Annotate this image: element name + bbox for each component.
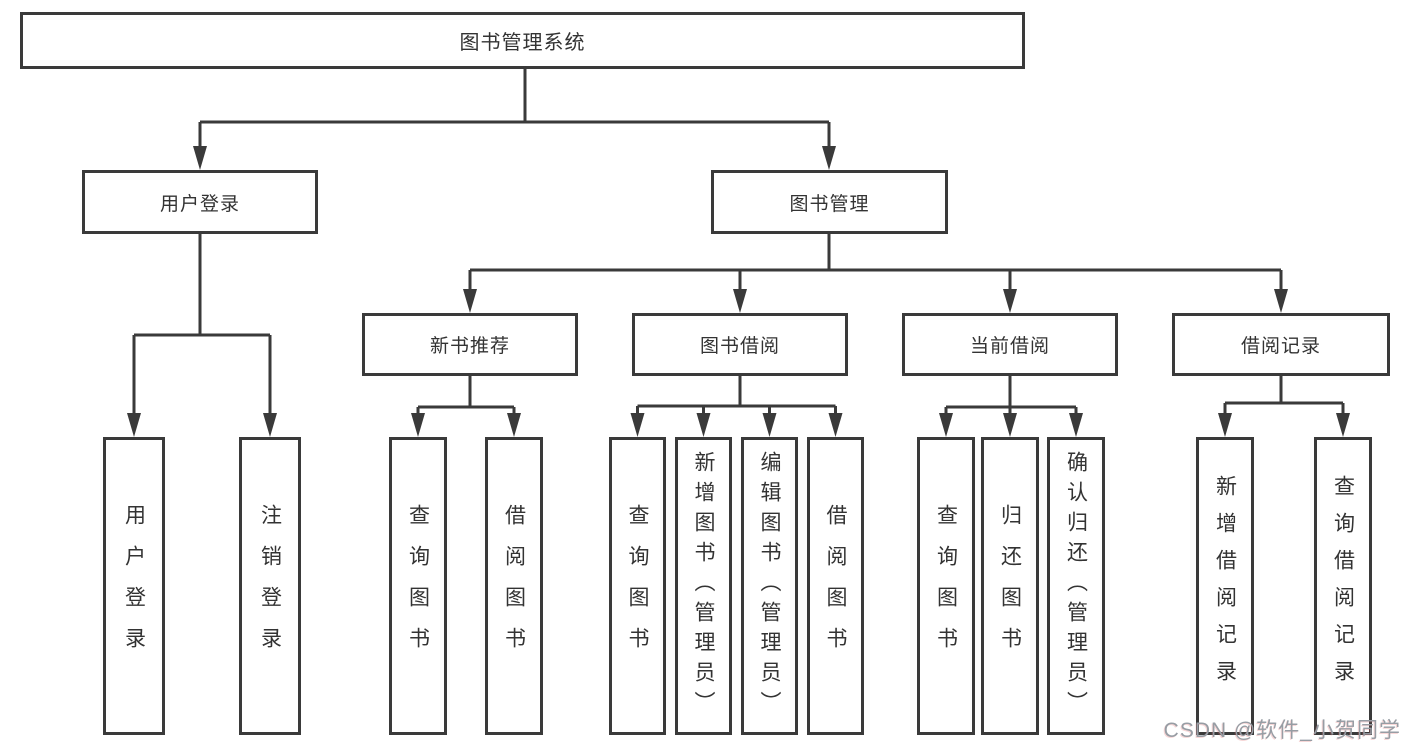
arrow-down-icon xyxy=(939,413,953,437)
node-label: 借阅图书 xyxy=(502,504,526,668)
node-label: 用户登录 xyxy=(122,504,146,668)
arrow-down-icon xyxy=(1336,413,1350,437)
node-label: 查询图书 xyxy=(934,504,958,668)
arrow-down-icon xyxy=(411,413,425,437)
connector-new-book-recommend xyxy=(416,376,516,416)
arrow-down-icon xyxy=(127,413,141,437)
node-label: 新书推荐 xyxy=(429,336,510,357)
csdn-watermark: CSDN @软件_小贺同学 xyxy=(1163,719,1401,742)
node-leaf-confirm-return-admin: 确认归还（管理员） xyxy=(1047,437,1105,735)
arrow-down-icon xyxy=(1003,289,1017,313)
node-label: 归还图书 xyxy=(998,504,1022,668)
arrow-down-icon xyxy=(630,413,645,437)
node-leaf-borrow-books: 借阅图书 xyxy=(807,437,864,735)
arrow-down-icon xyxy=(1069,413,1083,437)
node-new-book-recommend: 新书推荐 xyxy=(362,313,578,376)
connector-borrow-records xyxy=(1223,376,1345,416)
node-label: 查询借阅记录 xyxy=(1331,475,1355,697)
arrow-down-icon xyxy=(828,413,843,437)
arrow-down-icon xyxy=(822,146,836,170)
node-label: 查询图书 xyxy=(406,504,430,668)
node-leaf-query-books: 查询图书 xyxy=(389,437,447,735)
node-leaf-return-books: 归还图书 xyxy=(981,437,1039,735)
node-root-library-system: 图书管理系统 xyxy=(20,12,1025,69)
node-leaf-query-borrow-record: 查询借阅记录 xyxy=(1314,437,1372,735)
node-book-management: 图书管理 xyxy=(711,170,948,234)
node-label: 编辑图书（管理员） xyxy=(758,451,781,721)
arrow-down-icon xyxy=(1218,413,1232,437)
node-label: 确认归还（管理员） xyxy=(1064,451,1088,721)
node-label: 用户登录 xyxy=(159,193,240,215)
node-leaf-query-books: 查询图书 xyxy=(609,437,666,735)
node-leaf-query-books: 查询图书 xyxy=(917,437,975,735)
node-label: 借阅图书 xyxy=(824,504,847,668)
node-label: 图书管理系统 xyxy=(459,32,586,54)
arrow-down-icon xyxy=(762,413,777,437)
connector-book-management xyxy=(468,233,1283,293)
node-leaf-logout: 注销登录 xyxy=(239,437,301,735)
node-label: 借阅记录 xyxy=(1240,336,1321,357)
node-current-borrow: 当前借阅 xyxy=(902,313,1118,376)
connector-book-borrow xyxy=(636,376,837,416)
node-label: 新增图书（管理员） xyxy=(692,451,715,721)
node-leaf-add-books-admin: 新增图书（管理员） xyxy=(675,437,732,735)
arrow-down-icon xyxy=(696,413,711,437)
node-borrow-records: 借阅记录 xyxy=(1172,313,1390,376)
node-leaf-edit-books-admin: 编辑图书（管理员） xyxy=(741,437,798,735)
node-book-borrow: 图书借阅 xyxy=(632,313,848,376)
arrow-down-icon xyxy=(1274,289,1288,313)
arrow-down-icon xyxy=(193,146,207,170)
connector-root xyxy=(198,69,831,151)
node-leaf-add-borrow-record: 新增借阅记录 xyxy=(1196,437,1254,735)
arrow-down-icon xyxy=(263,413,277,437)
node-leaf-borrow-books: 借阅图书 xyxy=(485,437,543,735)
arrow-down-icon xyxy=(1003,413,1017,437)
node-label: 注销登录 xyxy=(258,504,282,668)
connector-current-borrow xyxy=(944,376,1078,416)
node-label: 查询图书 xyxy=(626,504,649,668)
arrow-down-icon xyxy=(507,413,521,437)
arrow-down-icon xyxy=(463,289,477,313)
node-label: 图书借阅 xyxy=(699,336,780,357)
node-label: 当前借阅 xyxy=(969,336,1050,357)
node-leaf-user-login: 用户登录 xyxy=(103,437,165,735)
connector-user-login xyxy=(132,234,272,415)
node-label: 新增借阅记录 xyxy=(1213,475,1237,697)
arrow-down-icon xyxy=(733,289,747,313)
node-label: 图书管理 xyxy=(789,193,870,215)
node-user-login: 用户登录 xyxy=(82,170,318,234)
